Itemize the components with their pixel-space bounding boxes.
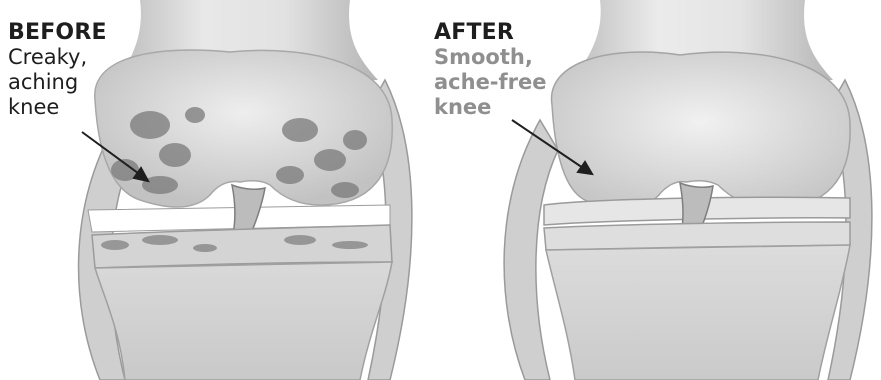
after-line-1: Smooth, <box>434 45 547 70</box>
tibia <box>95 262 392 380</box>
after-heading: AFTER <box>434 20 547 45</box>
before-line-3: knee <box>8 95 107 120</box>
femur-condyles <box>552 52 851 208</box>
before-panel: BEFORE Creaky, aching knee <box>0 0 440 380</box>
before-line-1: Creaky, <box>8 45 107 70</box>
before-line-2: aching <box>8 70 107 95</box>
before-caption: BEFORE Creaky, aching knee <box>8 20 107 120</box>
after-line-2: ache-free <box>434 70 547 95</box>
after-line-3: knee <box>434 95 547 120</box>
tibia <box>546 245 850 380</box>
after-panel: AFTER Smooth, ache-free knee <box>440 0 881 380</box>
after-caption: AFTER Smooth, ache-free knee <box>434 20 547 120</box>
before-heading: BEFORE <box>8 20 107 45</box>
